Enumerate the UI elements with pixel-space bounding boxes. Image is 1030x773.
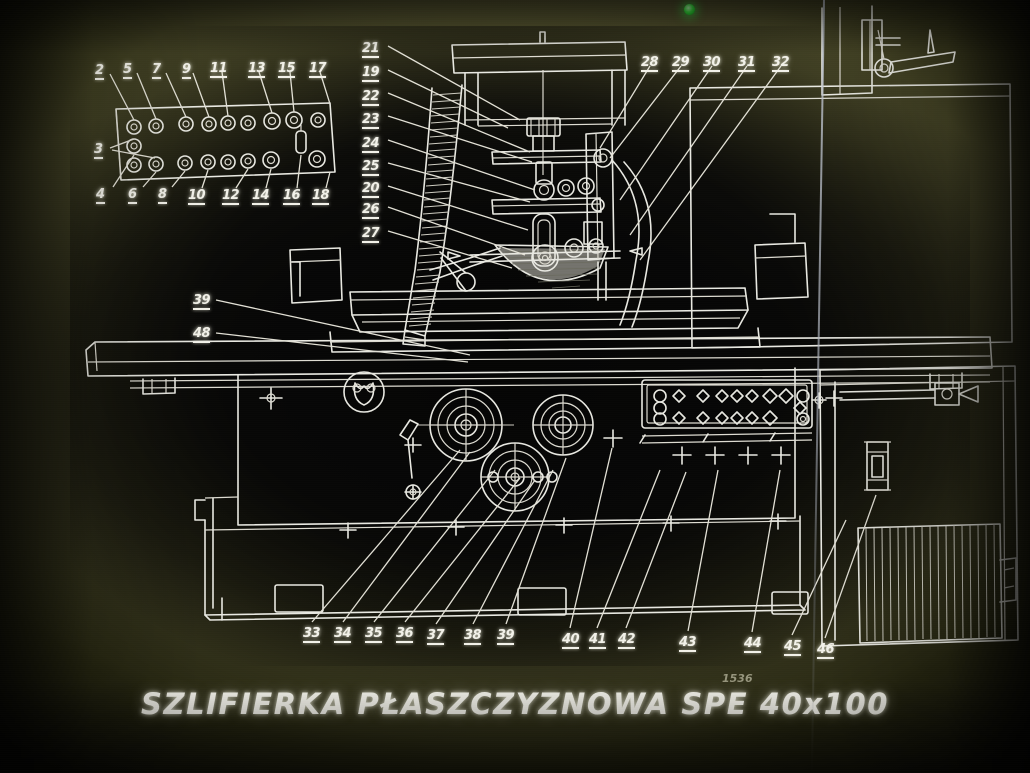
status-led-indicator bbox=[684, 4, 695, 15]
leaders-column-left bbox=[388, 46, 535, 268]
cabinet-mark bbox=[812, 393, 826, 408]
grinding-wheel-head bbox=[448, 118, 651, 327]
radiator-fins bbox=[858, 524, 1016, 643]
callout-number: 17 bbox=[309, 61, 327, 78]
callout-number: 18 bbox=[312, 188, 330, 205]
callout-number: 42 bbox=[618, 632, 636, 649]
callout-number: 35 bbox=[365, 626, 383, 643]
electrical-cabinet bbox=[690, 84, 1012, 348]
callout-number: 8 bbox=[158, 187, 167, 204]
callout-number: 30 bbox=[703, 55, 721, 72]
reference-marks bbox=[260, 388, 842, 538]
callout-number: 31 bbox=[738, 55, 756, 72]
callout-number: 45 bbox=[784, 639, 802, 656]
callout-number: 21 bbox=[362, 41, 380, 58]
callout-number: 38 bbox=[464, 628, 482, 645]
wheel-dresser-detail bbox=[822, 6, 955, 95]
table-right-block bbox=[755, 243, 808, 299]
cam-detail bbox=[344, 372, 384, 412]
machine-lower-body bbox=[195, 368, 808, 620]
callout-number: 34 bbox=[334, 626, 352, 643]
coolant-cabinet bbox=[812, 366, 1018, 646]
callout-number: 5 bbox=[123, 62, 132, 79]
callout-number: 39 bbox=[193, 293, 211, 310]
callout-number: 14 bbox=[252, 188, 270, 205]
wheel-guard-column bbox=[403, 85, 502, 346]
callout-number: 41 bbox=[589, 632, 607, 649]
callout-number: 28 bbox=[641, 55, 659, 72]
callout-number: 22 bbox=[362, 89, 380, 106]
panel-lamp bbox=[309, 151, 325, 167]
callout-number: 43 bbox=[679, 635, 697, 652]
callout-number: 19 bbox=[362, 65, 380, 82]
callout-number: 4 bbox=[96, 187, 105, 204]
callout-number: 6 bbox=[128, 187, 137, 204]
cabinet-mechanism bbox=[864, 442, 891, 490]
callout-number: 16 bbox=[283, 188, 301, 205]
callout-number: 44 bbox=[744, 636, 762, 653]
callout-number: 27 bbox=[362, 226, 380, 243]
callout-number: 37 bbox=[427, 628, 445, 645]
callout-number: 36 bbox=[396, 626, 414, 643]
callout-number: 46 bbox=[817, 642, 835, 659]
pushbuttons bbox=[654, 389, 809, 425]
callout-number: 39 bbox=[497, 628, 515, 645]
callout-number: 15 bbox=[278, 61, 296, 78]
callout-number: 32 bbox=[772, 55, 790, 72]
callout-number: 26 bbox=[362, 202, 380, 219]
callout-number: 12 bbox=[222, 188, 240, 205]
callout-number: 48 bbox=[193, 326, 211, 343]
handwheel-vertical-feed bbox=[533, 395, 593, 455]
control-panel-board bbox=[110, 72, 335, 188]
callout-number: 13 bbox=[248, 61, 266, 78]
callout-number: 23 bbox=[362, 112, 380, 129]
callout-number: 24 bbox=[362, 136, 380, 153]
callout-number: 33 bbox=[303, 626, 321, 643]
cabinet-shaft bbox=[840, 383, 978, 405]
callout-number: 7 bbox=[152, 62, 161, 79]
handwheel-table-feed bbox=[481, 443, 557, 511]
callout-number: 11 bbox=[210, 61, 228, 78]
table-left-block bbox=[290, 248, 342, 303]
callout-number: 20 bbox=[362, 181, 380, 198]
panel-knob-row-top bbox=[127, 112, 325, 134]
handwheel-cross-feed bbox=[418, 389, 514, 461]
callout-number: 2 bbox=[95, 63, 104, 80]
callout-number: 40 bbox=[562, 632, 580, 649]
hydraulic-lever bbox=[400, 420, 420, 499]
callout-number: 3 bbox=[94, 142, 103, 159]
panel-knob-row-bottom bbox=[127, 152, 279, 172]
callout-number: 25 bbox=[362, 159, 380, 176]
slide-code: 1536 bbox=[722, 672, 753, 685]
push-button-panel bbox=[640, 380, 812, 443]
callout-number: 29 bbox=[672, 55, 690, 72]
callout-number: 9 bbox=[182, 62, 191, 79]
slide-title: SZLIFIERKA PŁASZCZYZNOWA SPE 40x100 bbox=[140, 687, 890, 721]
panel-selector bbox=[296, 125, 306, 153]
callout-number: 10 bbox=[188, 188, 206, 205]
